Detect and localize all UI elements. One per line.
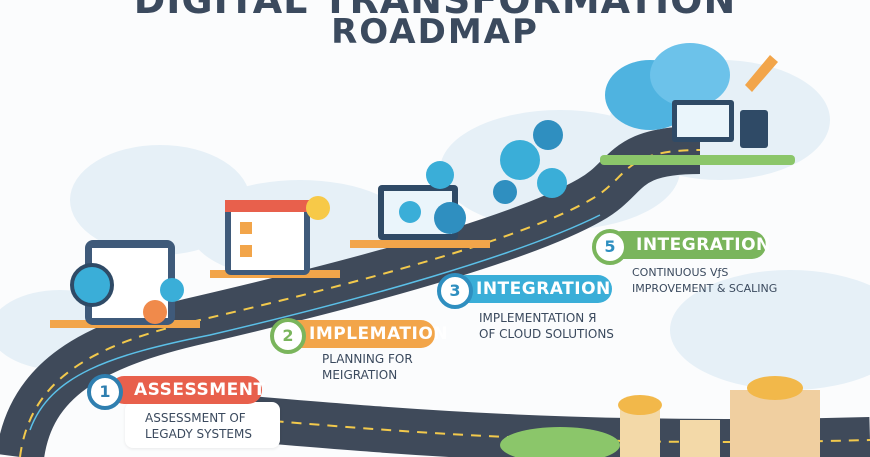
gears-vignette (493, 120, 567, 204)
step-5-desc-line2: IMPROVEMENT & SCALING (632, 282, 778, 295)
step-1-desc-line1: ASSESSMENT OF (145, 411, 246, 425)
step-2-description: PLANNING FOR MEIGRATION (322, 351, 413, 383)
page-subtitle: ROADMAP (331, 12, 539, 52)
integration-vignette (350, 161, 490, 248)
step-3-number: 3 (437, 273, 473, 309)
gear-icon (537, 168, 567, 198)
step-3-desc-line2: OF CLOUD SOLUTIONS (479, 327, 614, 341)
step-5-badge: INTEGRATION (608, 231, 770, 259)
step-2-label: IMPLEMATION (309, 324, 449, 344)
gear-icon (493, 180, 517, 204)
gear-icon (160, 278, 184, 302)
step-1-number: 1 (87, 374, 123, 410)
step-3-desc-line1: IMPLEMENTATION Я (479, 311, 597, 325)
gear-icon (500, 140, 540, 180)
page-title: DIGITAL TRANSFORMATION (133, 0, 737, 22)
magnifier-icon (70, 263, 114, 307)
step-3-badge: INTEGRATION (452, 275, 612, 303)
rocket-icon (745, 55, 778, 92)
checkbox-icon (240, 222, 252, 234)
step-5-description: CONTINUOUS VƒS IMPROVEMENT & SCALING (632, 265, 777, 297)
gear-icon (143, 300, 167, 324)
gear-icon (426, 161, 454, 189)
assessment-vignette (50, 240, 200, 328)
step-1-label: ASSESSMENT (134, 380, 266, 400)
step-5-desc-line1: CONTINUOUS VƒS (632, 266, 729, 279)
checkbox-icon (240, 245, 252, 257)
step-1-badge: ASSESSMENT (110, 376, 265, 404)
step-2-number: 2 (270, 318, 306, 354)
gear-icon (434, 202, 466, 234)
cloud-vignette (600, 43, 795, 165)
gear-icon (399, 201, 421, 223)
step-2-desc-line2: MEIGRATION (322, 368, 398, 382)
step-3-description: IMPLEMENTATION Я OF CLOUD SOLUTIONS (479, 310, 614, 342)
step-2-badge: IMPLEMATION (285, 320, 448, 348)
step-3-label: INTEGRATION (476, 279, 611, 299)
step-1-desc-line2: LEGADY SYSTEMS (145, 427, 252, 441)
step-2-desc-line1: PLANNING FOR (322, 352, 413, 366)
step-5-label: INTEGRATION (636, 235, 771, 255)
buildings (500, 376, 820, 457)
step-1-description: ASSESSMENT OF LEGADY SYSTEMS (125, 402, 280, 448)
gear-icon (533, 120, 563, 150)
step-5-number: 5 (592, 229, 628, 265)
tablet-icon (740, 110, 768, 148)
lightbulb-icon (306, 196, 330, 220)
planning-vignette (210, 196, 340, 278)
